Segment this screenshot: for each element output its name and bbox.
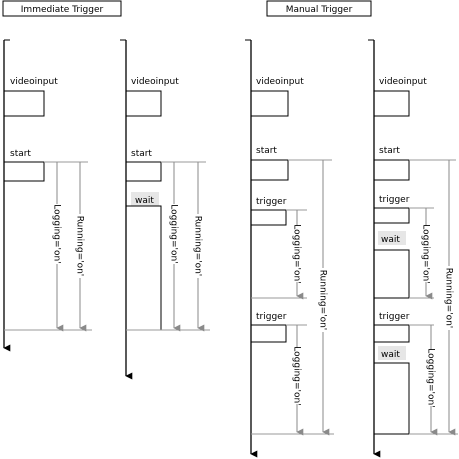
- logging-label: Logging='on': [292, 224, 302, 283]
- videoinput-label: videoinput: [256, 77, 304, 87]
- header-manual-trigger-label: Manual Trigger: [286, 5, 353, 15]
- logging-label: Logging='on': [169, 204, 179, 263]
- logging-label: Logging='on': [52, 204, 62, 263]
- logging-label: Logging='on': [426, 348, 436, 407]
- wait-highlight: [131, 192, 159, 206]
- trigger-label: trigger: [256, 312, 287, 322]
- wait-label: wait: [381, 235, 400, 245]
- start-label: start: [10, 149, 31, 159]
- running-label: Running='on': [193, 216, 203, 277]
- wait-label: wait: [135, 196, 154, 206]
- trigger-label: trigger: [256, 197, 287, 207]
- header-immediate-trigger: Immediate Trigger: [2, 0, 122, 17]
- running-label: Running='on': [318, 270, 328, 331]
- diagram-immediate-wait: videoinput start wait Logging='on' Runni…: [120, 39, 210, 380]
- start-label: start: [256, 146, 277, 156]
- start-label: start: [379, 146, 400, 156]
- wait-highlight: [378, 346, 406, 360]
- header-immediate-trigger-label: Immediate Trigger: [21, 5, 104, 15]
- header-manual-trigger: Manual Trigger: [266, 0, 372, 17]
- wait-label: wait: [381, 350, 400, 360]
- start-label: start: [131, 149, 152, 159]
- trigger-label: trigger: [379, 195, 410, 205]
- logging-label: Logging='on': [292, 346, 302, 405]
- running-label: Running='on': [444, 268, 454, 329]
- logging-label: Logging='on': [421, 224, 431, 283]
- videoinput-label: videoinput: [10, 77, 58, 87]
- diagram-manual-wait: videoinput start trigger wait Logging='o…: [368, 39, 458, 458]
- diagram-immediate-logging: videoinput start Logging='on' Running='o…: [3, 39, 92, 352]
- videoinput-label: videoinput: [131, 77, 179, 87]
- wait-highlight: [378, 231, 406, 245]
- running-label: Running='on': [75, 216, 85, 277]
- trigger-label: trigger: [379, 312, 410, 322]
- diagram-manual-logging: videoinput start trigger Logging='on' tr…: [245, 39, 334, 458]
- videoinput-label: videoinput: [379, 77, 427, 87]
